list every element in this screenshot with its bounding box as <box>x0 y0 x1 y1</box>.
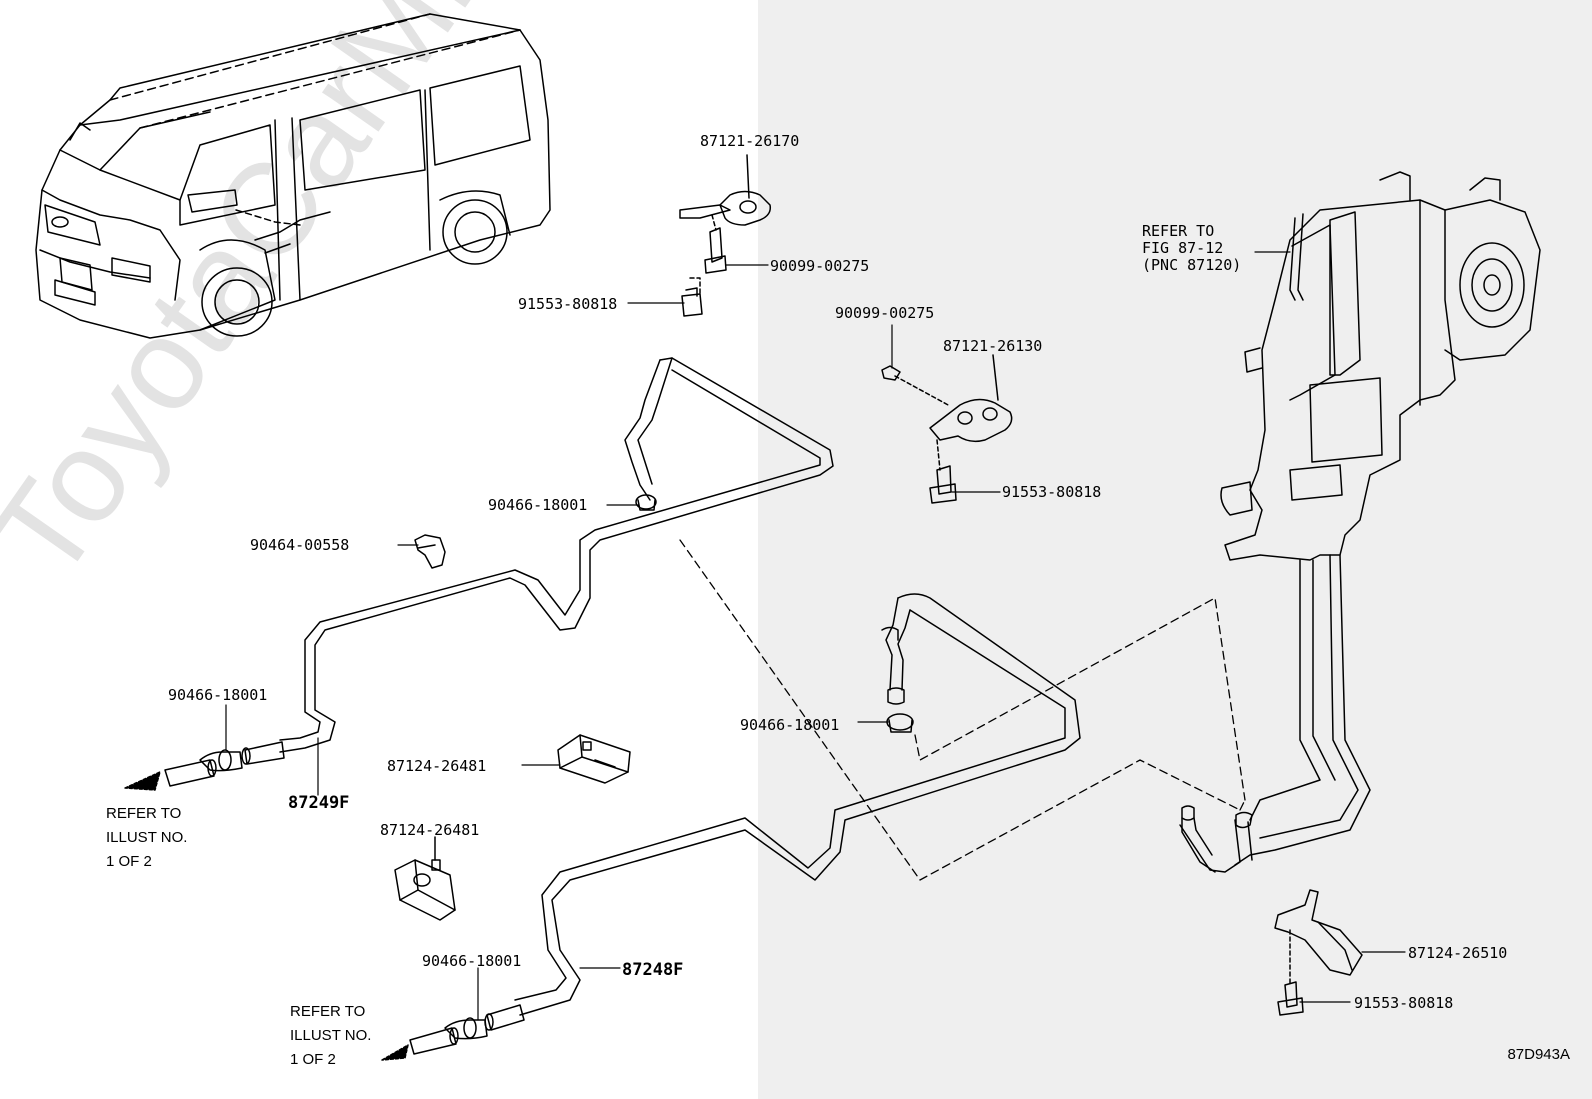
refer-illust-b-line3: 1 OF 2 <box>290 1051 336 1068</box>
refer-illust-b-line2: ILLUST NO. <box>290 1027 372 1044</box>
bracket-87124-26510-drawing <box>1274 889 1363 1016</box>
leader-lines <box>225 251 1406 1021</box>
refer-arrow-a <box>124 771 161 791</box>
label-90466-18001-c: 90466-18001 <box>740 716 840 734</box>
label-87124-26510: 87124-26510 <box>1408 944 1508 962</box>
label-87124-26481-b: 87124-26481 <box>380 821 480 839</box>
clamp-87121-26130-drawing <box>881 354 1013 504</box>
label-91553-80818-b: 91553-80818 <box>1002 483 1102 501</box>
label-90466-18001-b: 90466-18001 <box>168 686 268 704</box>
hose-87248F-drawing <box>409 593 1081 1055</box>
refer-illust-a-line3: 1 OF 2 <box>106 853 152 870</box>
label-87124-26481-a: 87124-26481 <box>387 757 487 775</box>
label-90466-18001-d: 90466-18001 <box>422 952 522 970</box>
refer-illust-b-line1: REFER TO <box>290 1003 366 1020</box>
refer-illust-a-line1: REFER TO <box>106 805 182 822</box>
clip-90464-00558-drawing <box>414 534 446 569</box>
label-90099-00275-b: 90099-00275 <box>835 304 935 322</box>
shaded-panel <box>758 0 1592 1099</box>
refer-illust-note-a: REFER TO ILLUST NO. 1 OF 2 <box>106 802 187 874</box>
refer-illust-note-b: REFER TO ILLUST NO. 1 OF 2 <box>290 1000 371 1072</box>
hose-87249F-drawing <box>164 357 834 787</box>
clamp-87124-26481-b-drawing <box>394 836 456 921</box>
clamp-87124-26481-a-drawing <box>557 734 631 784</box>
clamp-87121-26170-drawing <box>679 154 772 317</box>
label-87249F: 87249F <box>288 793 350 813</box>
refer-illust-a-line2: ILLUST NO. <box>106 829 188 846</box>
refer-arrow-b <box>381 1044 409 1061</box>
clip-90466-18001-c-drawing <box>886 713 914 733</box>
refer-fig-line2: FIG 87-12 <box>1142 239 1224 257</box>
label-91553-80818-a: 91553-80818 <box>518 295 618 313</box>
label-90466-18001-a: 90466-18001 <box>488 496 588 514</box>
refer-fig-line1: REFER TO <box>1142 222 1215 240</box>
label-87248F: 87248F <box>622 960 684 980</box>
refer-fig-note: REFER TO FIG 87-12 (PNC 87120) <box>1142 223 1241 274</box>
label-87121-26130: 87121-26130 <box>943 337 1043 355</box>
refer-fig-line3: (PNC 87120) <box>1142 256 1242 274</box>
label-91553-80818-c: 91553-80818 <box>1354 994 1454 1012</box>
heater-unit-drawing <box>1179 171 1541 873</box>
dashed-guides <box>679 539 1246 881</box>
label-90099-00275-a: 90099-00275 <box>770 257 870 275</box>
clip-90466-18001-a-drawing <box>635 494 657 511</box>
label-90464-00558: 90464-00558 <box>250 536 350 554</box>
label-87121-26170: 87121-26170 <box>700 132 800 150</box>
figure-code: 87D943A <box>1507 1046 1570 1063</box>
van-illustration <box>35 13 551 339</box>
